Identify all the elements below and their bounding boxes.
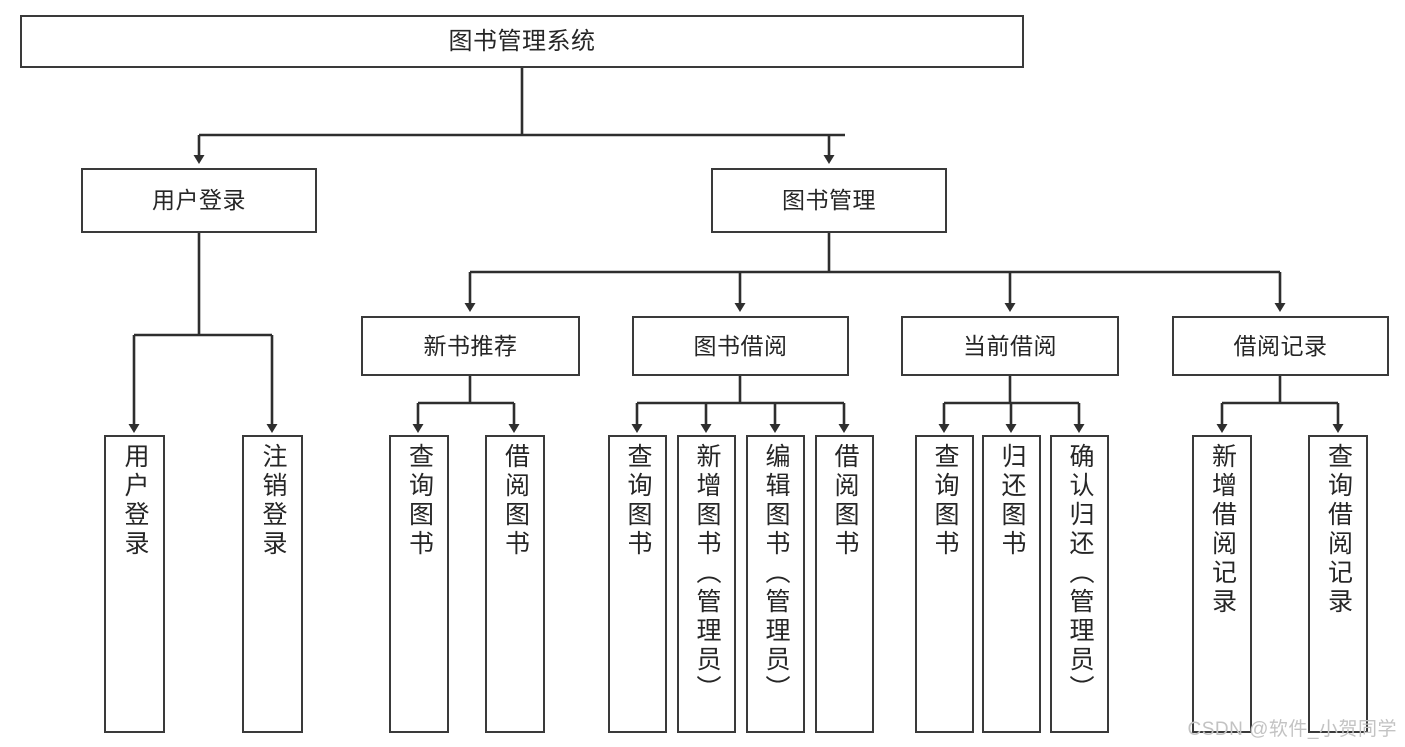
node-leaf-logout[interactable]: 注销登录 (242, 435, 303, 733)
node-root-system[interactable]: 图书管理系统 (20, 15, 1024, 68)
node-label: 新书推荐 (423, 332, 518, 359)
node-label: 新增借阅记录 (1208, 443, 1237, 617)
node-leaf-confirm-return[interactable]: 确认归还（管理员） (1050, 435, 1109, 733)
node-label: 借阅图书 (501, 443, 530, 559)
node-leaf-query-book-3[interactable]: 查询图书 (915, 435, 974, 733)
node-leaf-add-record[interactable]: 新增借阅记录 (1192, 435, 1252, 733)
node-book-borrow[interactable]: 图书借阅 (632, 316, 849, 376)
node-borrow-record[interactable]: 借阅记录 (1172, 316, 1389, 376)
node-label: 图书管理系统 (448, 27, 596, 55)
node-label: 查询图书 (931, 443, 959, 559)
node-label: 查询借阅记录 (1324, 443, 1353, 617)
node-label: 新增图书（管理员） (693, 443, 721, 704)
node-label: 确认归还（管理员） (1066, 443, 1094, 704)
node-leaf-return-book[interactable]: 归还图书 (982, 435, 1041, 733)
node-leaf-edit-book[interactable]: 编辑图书（管理员） (746, 435, 805, 733)
node-leaf-borrow-book-1[interactable]: 借阅图书 (485, 435, 545, 733)
node-leaf-borrow-book-2[interactable]: 借阅图书 (815, 435, 874, 733)
node-leaf-query-book-2[interactable]: 查询图书 (608, 435, 667, 733)
node-leaf-query-record[interactable]: 查询借阅记录 (1308, 435, 1368, 733)
node-label: 当前借阅 (963, 332, 1057, 359)
node-label: 归还图书 (998, 443, 1026, 559)
node-label: 用户登录 (121, 443, 149, 559)
node-label: 借阅图书 (831, 443, 859, 559)
node-user-login[interactable]: 用户登录 (81, 168, 317, 233)
csdn-watermark: CSDN @软件_小贺同学 (1187, 719, 1397, 740)
node-label: 注销登录 (259, 443, 287, 559)
node-label: 图书管理 (782, 187, 876, 214)
node-leaf-add-book[interactable]: 新增图书（管理员） (677, 435, 736, 733)
node-new-book-recommend[interactable]: 新书推荐 (361, 316, 580, 376)
node-current-borrow[interactable]: 当前借阅 (901, 316, 1119, 376)
node-leaf-user-login[interactable]: 用户登录 (104, 435, 165, 733)
node-label: 图书借阅 (693, 332, 788, 359)
node-label: 编辑图书（管理员） (762, 443, 790, 704)
node-leaf-query-book-1[interactable]: 查询图书 (389, 435, 449, 733)
node-label: 用户登录 (152, 187, 246, 214)
node-book-manage[interactable]: 图书管理 (711, 168, 947, 233)
node-label: 借阅记录 (1233, 332, 1328, 359)
node-label: 查询图书 (624, 443, 652, 559)
node-label: 查询图书 (405, 443, 434, 559)
